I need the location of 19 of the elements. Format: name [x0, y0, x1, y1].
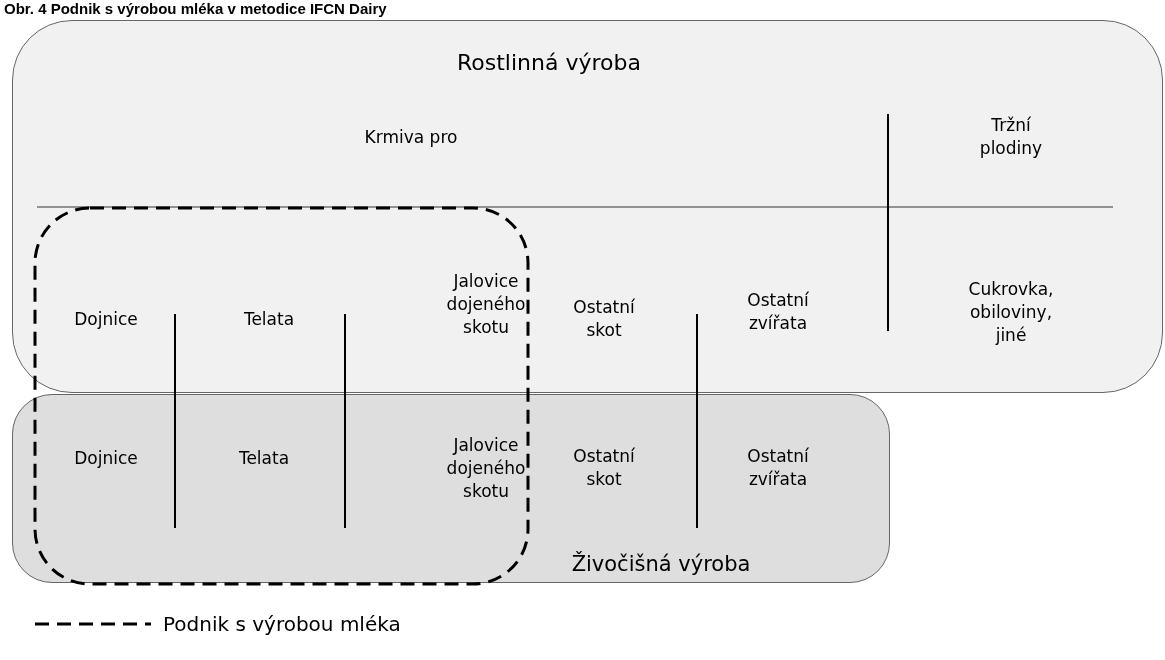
category-label: Ostatní skot — [572, 445, 636, 491]
category-label: Telata — [242, 307, 296, 331]
figure-title: Obr. 4 Podnik s výrobou mléka v metodice IFCN Dairy — [4, 0, 387, 18]
category-label: Ostatní zvířata — [746, 289, 810, 335]
category-label: Dojnice — [73, 446, 139, 470]
category-label: Telata — [237, 446, 291, 470]
area-box — [12, 394, 890, 583]
category-label: Jalovice dojeného skotu — [445, 433, 527, 503]
category-label: Jalovice dojeného skotu — [445, 269, 527, 339]
category-label: Dojnice — [73, 307, 139, 331]
category-label: Krmiva pro — [363, 125, 459, 149]
category-label: Tržní plodiny — [978, 114, 1044, 160]
category-label: Cukrovka, obiloviny, jiné — [967, 277, 1055, 347]
area-heading: Rostlinná výroba — [456, 49, 642, 78]
area-heading: Živočišná výroba — [570, 550, 752, 578]
category-label: Ostatní zvířata — [746, 445, 810, 491]
legend-label: Podnik s výrobou mléka — [163, 612, 401, 636]
category-label: Ostatní skot — [572, 296, 636, 342]
area-box — [12, 20, 1163, 393]
